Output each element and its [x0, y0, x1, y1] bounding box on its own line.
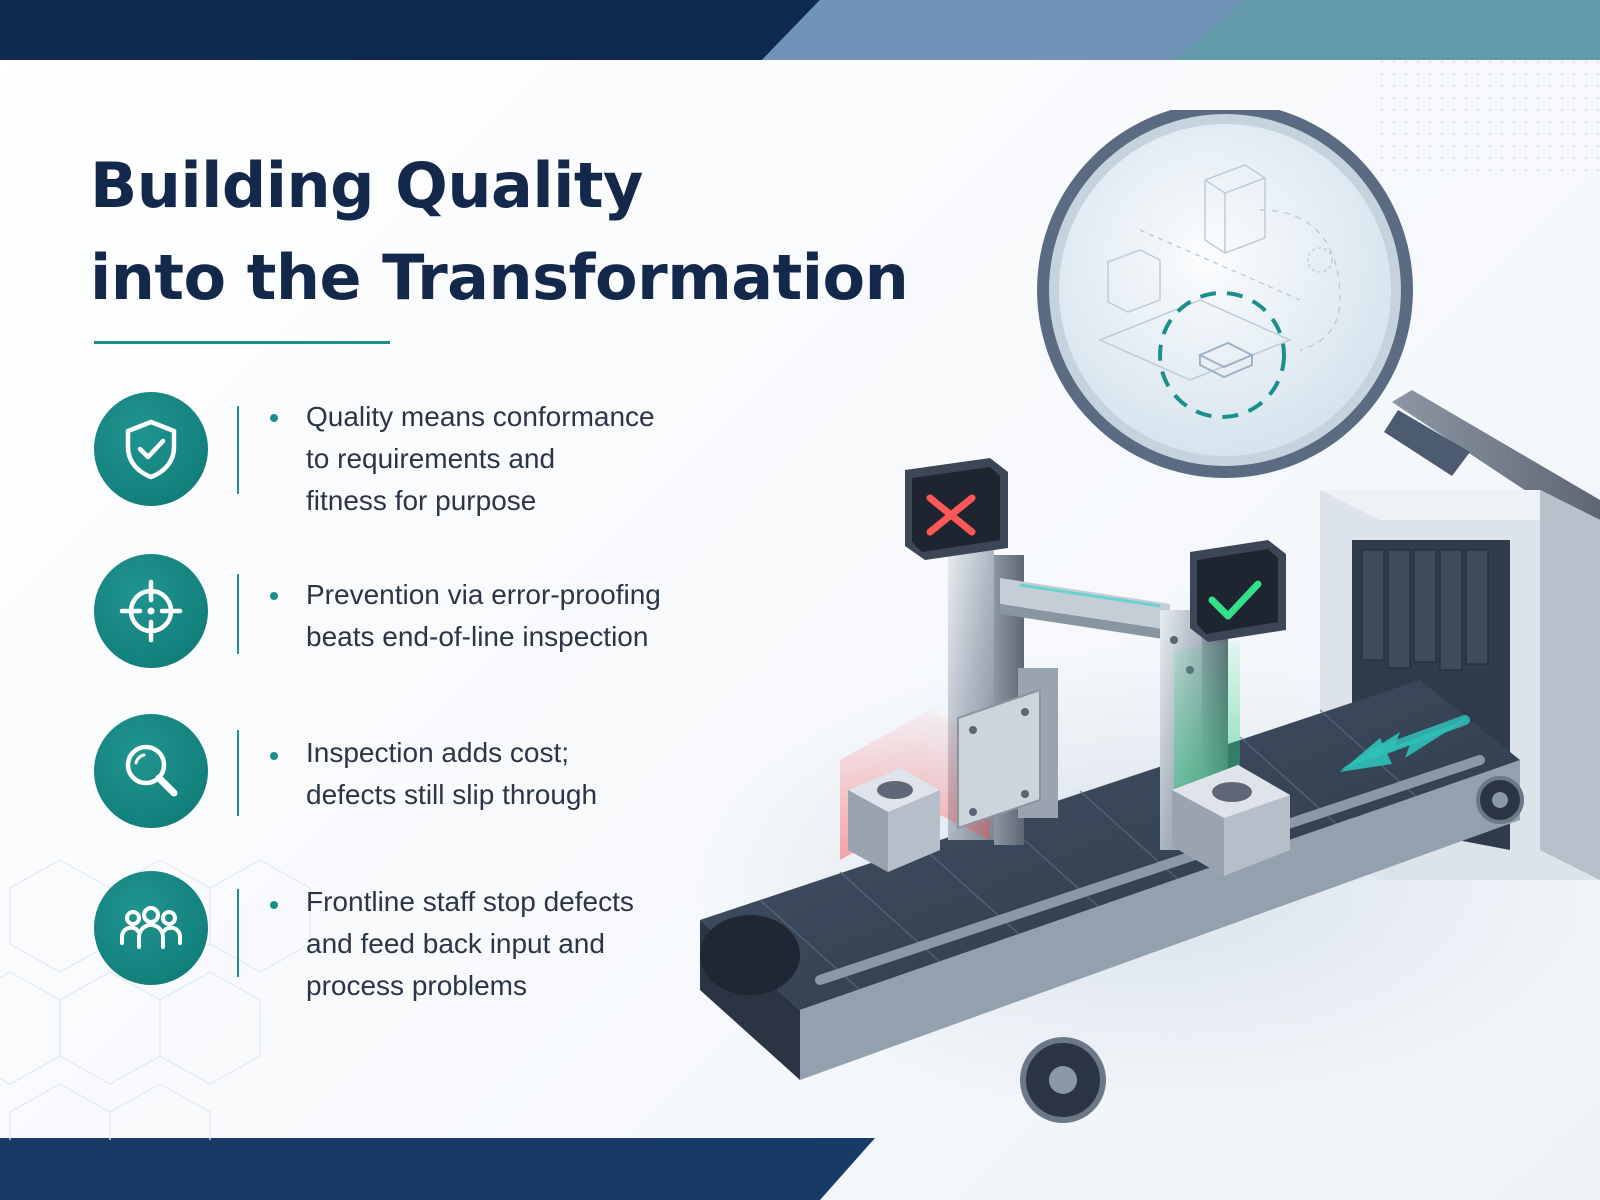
- reject-gate: [840, 540, 1170, 872]
- key-point-line: Inspection adds cost;: [306, 737, 570, 768]
- top-banner: [0, 0, 1600, 60]
- people-group-icon: [120, 906, 182, 949]
- key-point-text: Quality means conformance to requirement…: [306, 396, 726, 522]
- bullet-dot: [270, 901, 278, 909]
- conveyor-belt: [700, 680, 1524, 1123]
- key-point-icon-badge: [94, 554, 208, 668]
- title-line-1: Building Quality: [90, 149, 643, 222]
- key-point-line: beats end-of-line inspection: [306, 621, 649, 652]
- bullet-dot: [270, 414, 278, 422]
- page-title: Building Quality into the Transformation: [90, 140, 909, 324]
- bullet-dot: [270, 752, 278, 760]
- conveyor-inspection-illustration: [680, 110, 1600, 1123]
- title-underline: [94, 341, 390, 344]
- dot-pattern: [1380, 60, 1600, 180]
- title-line-2: into the Transformation: [90, 241, 909, 314]
- key-point-line: Prevention via error-proofing: [306, 579, 661, 610]
- key-point-line: defects still slip through: [306, 779, 598, 810]
- key-point-line: Frontline staff stop defects: [306, 886, 634, 917]
- accept-gate: [1160, 610, 1290, 876]
- key-point-icon-badge: [94, 392, 208, 506]
- magnifier-icon: [125, 744, 178, 797]
- crosshair-target-icon: [119, 579, 183, 643]
- key-point-text: Frontline staff stop defects and feed ba…: [306, 881, 726, 1007]
- divider: [237, 406, 239, 494]
- key-point-line: Quality means conformance: [306, 401, 655, 432]
- key-point-line: process problems: [306, 970, 527, 1001]
- reject-x-icon: [905, 458, 1008, 560]
- key-point-text: Prevention via error-proofing beats end-…: [306, 574, 726, 658]
- shield-check-icon: [125, 419, 177, 480]
- key-point-text: Inspection adds cost; defects still slip…: [306, 732, 726, 816]
- bottom-banner: [0, 1138, 875, 1200]
- divider: [237, 889, 239, 977]
- divider: [237, 730, 239, 816]
- accept-check-icon: [1190, 540, 1286, 642]
- divider: [237, 574, 239, 654]
- key-point-icon-badge: [94, 714, 208, 828]
- key-point-line: and feed back input and: [306, 928, 605, 959]
- key-point-line: fitness for purpose: [306, 485, 537, 516]
- key-point-line: to requirements and: [306, 443, 556, 474]
- key-point-icon-badge: [94, 871, 208, 985]
- bullet-dot: [270, 592, 278, 600]
- magnifying-glass-icon: [1037, 110, 1600, 540]
